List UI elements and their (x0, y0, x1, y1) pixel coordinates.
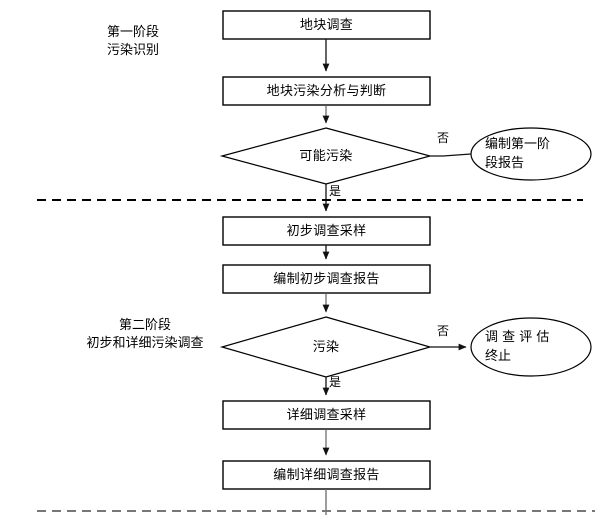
process-box-detailed-report[interactable] (222, 460, 431, 490)
process-box-detailed-sampling[interactable] (222, 400, 431, 430)
terminator-label-survey-stopped-line2: 终止 (485, 349, 512, 364)
process-box-land-survey[interactable] (222, 10, 431, 40)
stage-label-phase-2: 第二阶段 初步和详细污染调查 (86, 318, 204, 351)
terminator-label-stage1-report-line2: 段报告 (485, 156, 525, 171)
stage-label-phase-1: 第一阶段 污染识别 (106, 25, 159, 58)
terminator-label-survey-stopped: 调 查 评 估 终止 (485, 320, 581, 374)
connector-possible-pollution-no-to-report (430, 153, 472, 157)
edge-label-yes-possible-pollution: 是 (329, 184, 342, 198)
process-box-pollution-analysis[interactable] (222, 76, 431, 106)
terminator-ellipse-survey-stopped[interactable] (470, 317, 592, 377)
decision-diamond-pollution[interactable] (219, 316, 433, 378)
decision-diamond-possible-pollution[interactable] (219, 127, 433, 185)
process-box-preliminary-sampling[interactable] (222, 216, 431, 246)
terminator-label-survey-stopped-line1: 调 查 评 估 (485, 330, 550, 345)
process-box-preliminary-report[interactable] (222, 264, 431, 294)
edge-label-yes-pollution: 是 (329, 375, 342, 389)
edge-label-no-pollution: 否 (437, 324, 450, 338)
terminator-label-stage1-report: 编制第一阶 段报告 (485, 128, 581, 180)
edge-label-no-possible-pollution: 否 (437, 131, 450, 145)
terminator-label-stage1-report-line1: 编制第一阶 (485, 137, 551, 152)
